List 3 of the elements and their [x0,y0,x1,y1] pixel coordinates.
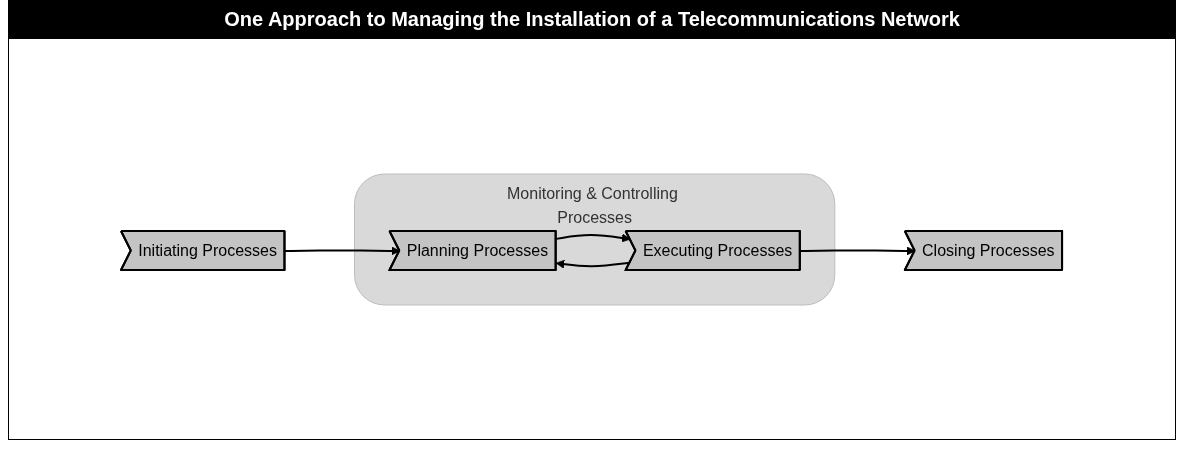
title-bar: One Approach to Managing the Installation of a Telecommunications Network [8,0,1176,39]
arrow [555,233,631,242]
arrow [799,246,916,255]
